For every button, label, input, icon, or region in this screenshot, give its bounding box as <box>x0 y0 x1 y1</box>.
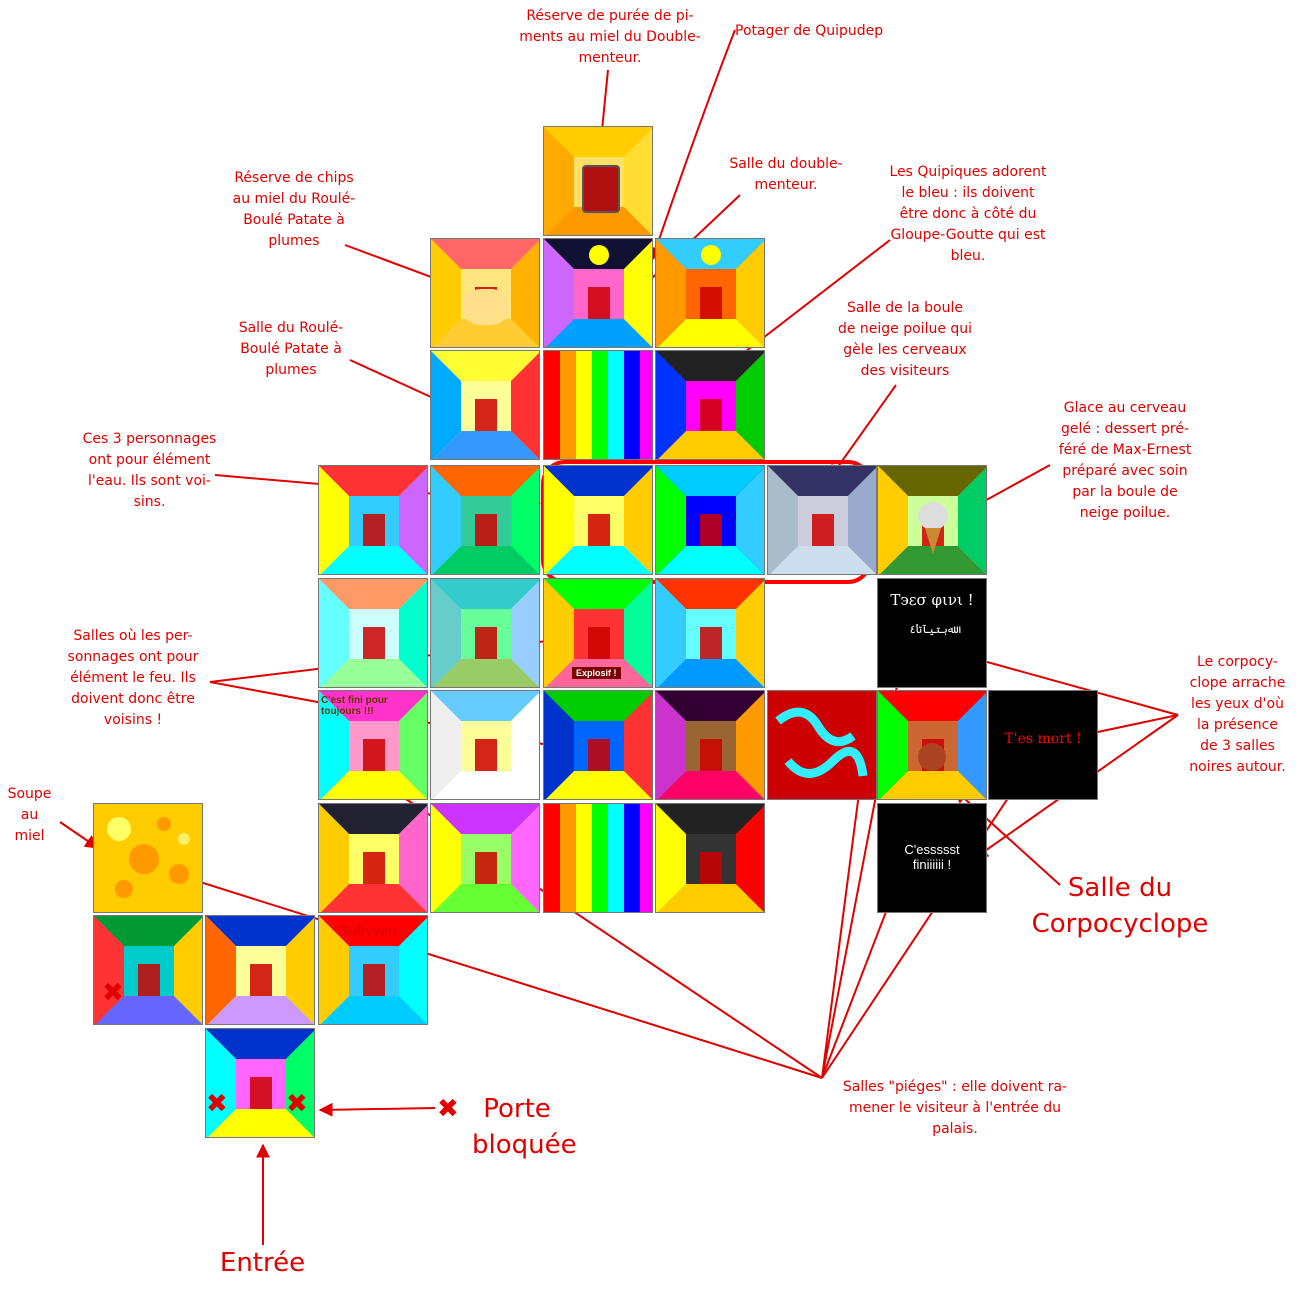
room-text-teso: Tэεσ φινι ! <box>890 591 974 609</box>
label-soupe: Soupe au miel <box>7 786 52 844</box>
arrow-piege-2 <box>160 867 823 1079</box>
room-text-arabic: ﷲبتيآتأ٤ <box>909 623 955 636</box>
room-corpocyclope <box>877 690 987 800</box>
arrow-soupe <box>59 821 100 849</box>
sun-icon <box>589 245 609 265</box>
room-potager <box>655 238 765 348</box>
room-fire-1 <box>318 578 428 688</box>
room-white <box>430 690 540 800</box>
room-glace <box>877 465 987 575</box>
room-text-tes-mort: T'es mort ! <box>1004 731 1082 747</box>
room-text-sullyvan: Sullyvan <box>339 922 397 938</box>
label-entree: Entrée <box>219 1248 306 1278</box>
room-purple <box>430 803 540 913</box>
label-porte-bloquee: ✖ Porte bloquée <box>437 1094 577 1160</box>
label-salle-roule-boule: Salle du Roulé- Boulé Patate à plumes <box>238 320 344 378</box>
room-text-cest-fini: C'est fini pour toujours !!! <box>321 695 388 717</box>
jar-icon <box>582 165 620 213</box>
room-text-explosif: Explosif ! <box>572 667 621 679</box>
room-explosif: Explosif ! <box>543 578 653 688</box>
label-reserve-chips: Réserve de chips au miel du Roulé- Boulé… <box>232 170 356 249</box>
label-reserve-puree: Réserve de purée de pi- ments au miel du… <box>519 8 701 66</box>
sun-icon <box>701 245 721 265</box>
arrow-potager <box>649 29 736 262</box>
room-monster <box>205 915 315 1025</box>
room-blocked-left: ✖ <box>93 915 203 1025</box>
room-waves <box>655 578 765 688</box>
room-entree: ✖✖ <box>205 1028 315 1138</box>
room-octopus <box>543 465 653 575</box>
red-x-icon: ✖ <box>437 1094 459 1124</box>
label-potager: Potager de Quipudep <box>735 23 884 39</box>
room-cest-fini: C'est fini pour toujours !!! <box>318 690 428 800</box>
room-text-cessst: C'essssst finiiiiii ! <box>904 842 960 872</box>
room-cessst: C'essssst finiiiiii ! <box>877 803 987 913</box>
arrow-porte-bloquee <box>318 1102 436 1117</box>
blocked-door-right-icon: ✖ <box>286 1089 308 1119</box>
cone-icon <box>925 528 941 554</box>
label-salle-double-menteur: Salle du double- menteur. <box>729 156 843 193</box>
room-bug <box>655 803 765 913</box>
room-double-menteur <box>543 238 653 348</box>
label-boule-neige: Salle de la boule de neige poilue qui gè… <box>837 300 973 379</box>
room-tes-mort: T'es mort ! <box>988 690 1098 800</box>
room-rainbow-2 <box>543 803 653 913</box>
room-bird <box>318 465 428 575</box>
room-spider <box>655 350 765 460</box>
label-pieges: Salles "piéges" : elle doivent ra- mener… <box>842 1079 1068 1137</box>
room-roule-boule <box>430 350 540 460</box>
label-glace: Glace au cerveau gelé : dessert pré- fér… <box>1058 400 1192 521</box>
room-soupe-miel <box>93 803 203 913</box>
corpocyclope-icon <box>918 743 946 771</box>
arrow-corpo-1 <box>960 651 1179 716</box>
blocked-door-icon: ✖ <box>102 978 124 1008</box>
room-sullyvan: Sullyvan <box>318 915 428 1025</box>
chips-icon <box>463 289 509 325</box>
label-ces3: Ces 3 personnages ont pour élément l'eau… <box>82 431 217 510</box>
blocked-door-left-icon: ✖ <box>206 1089 228 1119</box>
room-puree-reserve <box>543 126 653 236</box>
room-fire-face <box>543 690 653 800</box>
room-letters <box>430 465 540 575</box>
label-quipiques: Les Quipiques adorent le bleu : ils doiv… <box>889 164 1047 264</box>
room-chips-reserve <box>430 238 540 348</box>
arrow-piege-5 <box>821 778 1021 1079</box>
room-teso-fini: Tэεσ φινι ! ﷲبتيآتأ٤ <box>877 578 987 688</box>
room-red-swirl <box>767 690 877 800</box>
room-animals <box>430 578 540 688</box>
room-boule-neige <box>767 465 877 575</box>
room-abstract <box>655 690 765 800</box>
label-corpocyclope-note: Le corpocy- clope arrache les yeux d'où … <box>1189 654 1286 775</box>
room-goutte <box>655 465 765 575</box>
brain-icecream-icon <box>918 502 948 530</box>
room-stars <box>318 803 428 913</box>
arrow-piege-6 <box>821 768 868 1079</box>
room-rainbow <box>543 350 653 460</box>
label-salles-feu: Salles où les per- sonnages ont pour élé… <box>67 628 199 728</box>
label-salle-corpocyclope: Salle du Corpocyclope <box>1031 873 1209 939</box>
